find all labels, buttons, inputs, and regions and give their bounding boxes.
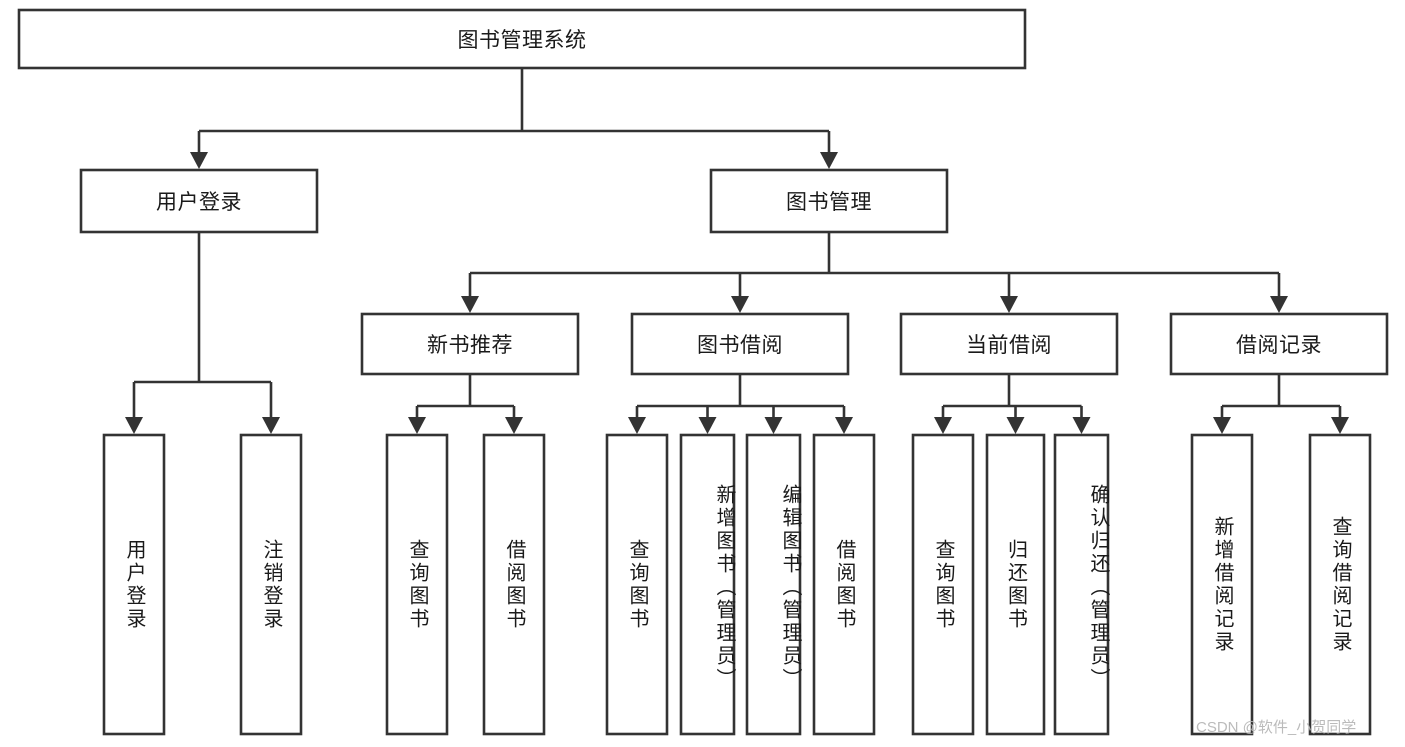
boxes-layer [17,8,1389,736]
connectors-layer [125,68,1349,434]
node-box-leaf-query-book-borrow[interactable] [605,433,669,736]
node-box-book-management[interactable] [709,168,949,234]
node-box-leaf-user-login[interactable] [102,433,166,736]
arrow-head-book-management [820,152,838,169]
arrow-head-leaf-borrow-book [835,417,853,434]
arrow-head-leaf-query-book-borrow [628,417,646,434]
node-box-new-book-recommend[interactable] [360,312,580,376]
node-box-leaf-edit-book[interactable] [745,433,802,736]
node-box-leaf-query-borrow-record[interactable] [1308,433,1372,736]
arrow-head-leaf-query-borrow-record [1331,417,1349,434]
node-box-leaf-logout[interactable] [239,433,303,736]
node-box-leaf-query-book-recommend[interactable] [385,433,449,736]
arrow-head-leaf-logout [262,417,280,434]
arrow-head-book-borrow [731,296,749,313]
node-box-root[interactable] [17,8,1027,70]
node-box-current-borrow[interactable] [899,312,1119,376]
arrow-head-new-book-recommend [461,296,479,313]
arrow-head-leaf-user-login [125,417,143,434]
arrow-head-leaf-add-book [698,417,717,434]
arrow-head-current-borrow [1000,296,1018,313]
node-box-user-login[interactable] [79,168,319,234]
node-box-borrow-record[interactable] [1169,312,1389,376]
node-box-leaf-borrow-book-recommend[interactable] [482,433,546,736]
arrow-head-leaf-edit-book [764,417,783,434]
node-box-leaf-add-borrow-record[interactable] [1190,433,1254,736]
arrow-head-borrow-record [1270,296,1288,313]
arrow-head-leaf-query-book-recommend [408,417,426,434]
arrow-head-leaf-return-book [1006,417,1025,434]
arrow-head-leaf-confirm-return [1072,417,1091,434]
arrow-head-leaf-add-borrow-record [1213,417,1231,434]
node-box-leaf-return-book[interactable] [985,433,1046,736]
arrow-head-user-login [190,152,208,169]
csdn-watermark: CSDN @软件_小贺同学 [1196,719,1357,736]
arrow-head-leaf-query-book-current [934,417,952,434]
node-box-book-borrow[interactable] [630,312,850,376]
node-box-leaf-borrow-book[interactable] [812,433,876,736]
arrow-head-leaf-borrow-book-recommend [505,417,523,434]
node-box-leaf-query-book-current[interactable] [911,433,975,736]
node-box-leaf-confirm-return[interactable] [1053,433,1110,736]
node-box-leaf-add-book[interactable] [679,433,736,736]
